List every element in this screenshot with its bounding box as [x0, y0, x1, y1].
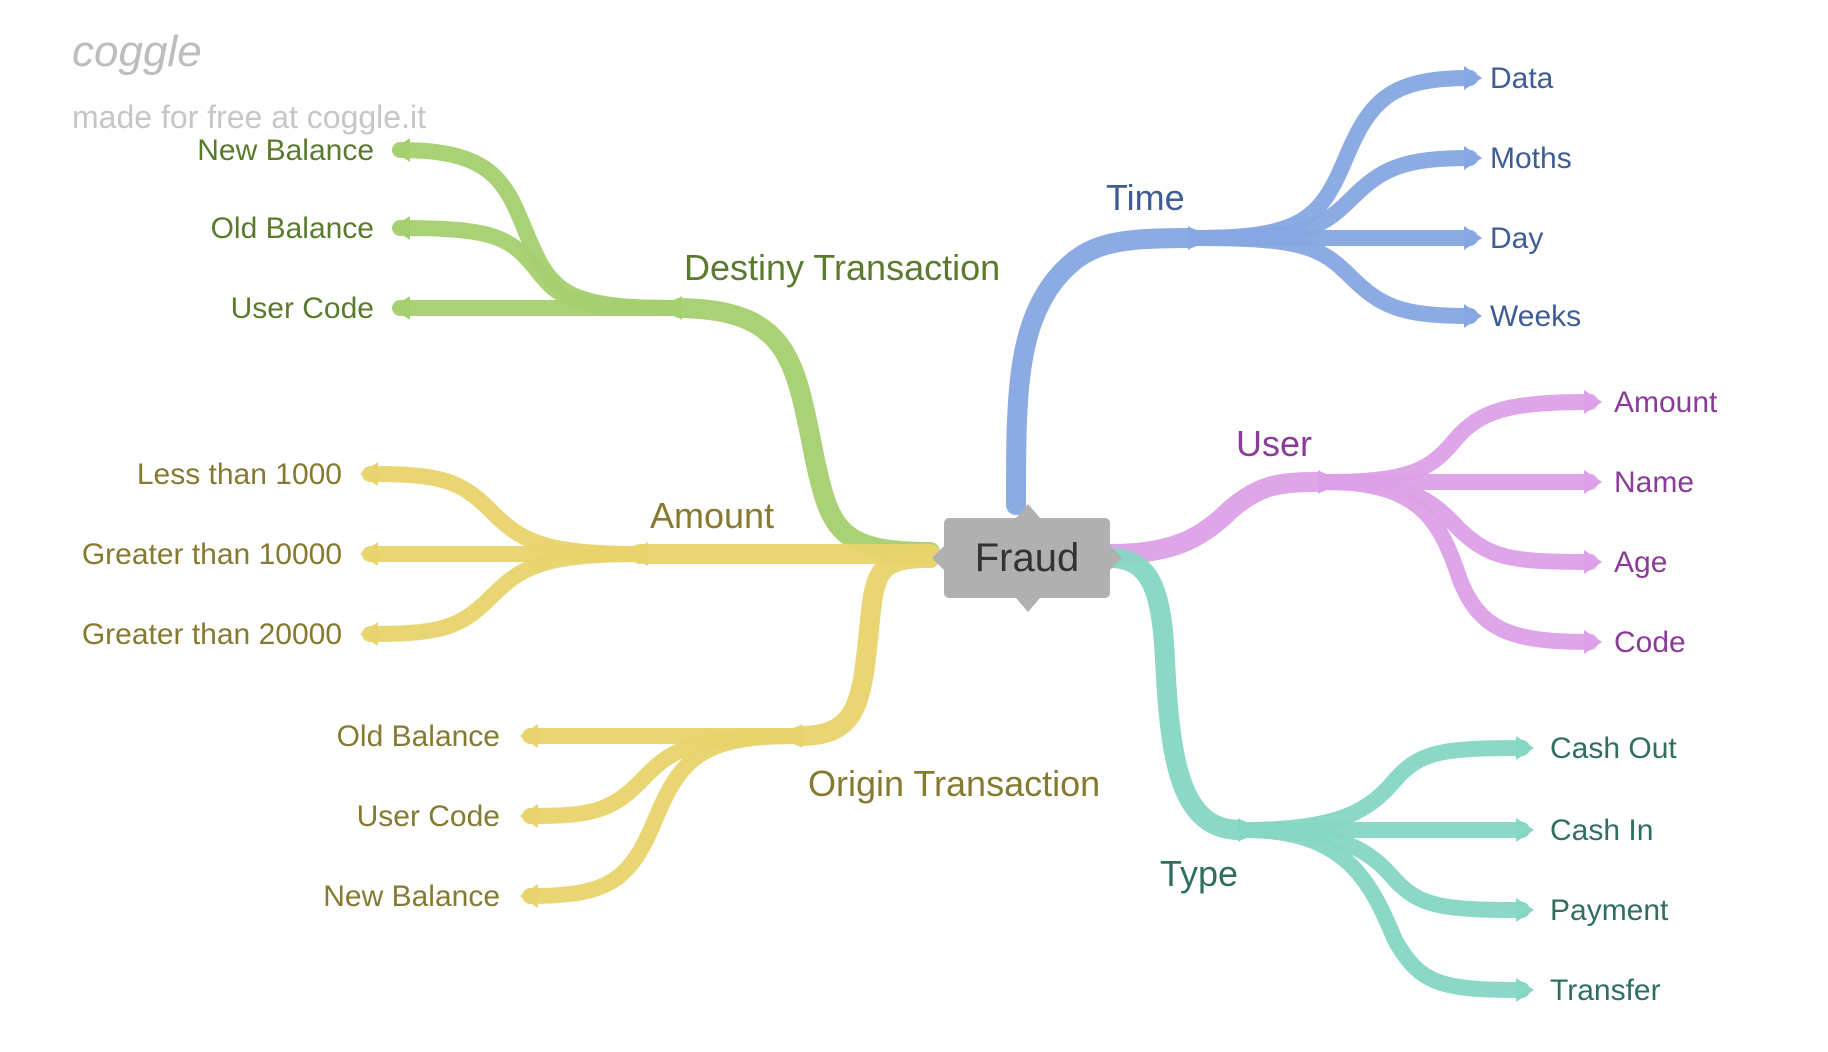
leaf-origin-old-balance[interactable]: Old Balance	[337, 720, 500, 753]
leaf-time-day[interactable]: Day	[1490, 222, 1543, 255]
link-amount-greater-20000	[362, 546, 648, 642]
arrow-type-cash-in	[1516, 818, 1534, 842]
arrow-amount-less-1000	[360, 462, 378, 486]
leaf-origin-user-code[interactable]: User Code	[357, 800, 500, 833]
center-notch-left	[932, 546, 944, 570]
arrow-user	[1318, 470, 1338, 494]
leaf-user-amount[interactable]: Amount	[1614, 386, 1718, 419]
leaf-amount-greater-10000[interactable]: Greater than 10000	[82, 538, 342, 571]
link-user-amount	[1317, 394, 1598, 490]
link-type-cash-out	[1237, 740, 1530, 838]
arrow-type-payment	[1516, 898, 1534, 922]
link-center-destiny	[670, 298, 940, 562]
leaf-time-weeks[interactable]: Weeks	[1490, 300, 1581, 333]
arrow-time-day	[1464, 226, 1482, 250]
link-center-user	[1100, 472, 1330, 564]
branch-user	[1100, 394, 1598, 650]
arrows-time	[1188, 66, 1482, 328]
arrow-type-cash-out	[1516, 736, 1534, 760]
leaf-origin-new-balance[interactable]: New Balance	[323, 880, 500, 913]
branch-destiny-transaction	[392, 142, 940, 562]
leaf-labels-origin: Old Balance User Code New Balance	[323, 720, 500, 913]
leaf-labels-type: Cash Out Cash In Payment Transfer	[1550, 732, 1677, 1007]
arrows-destiny	[392, 138, 682, 320]
link-time-weeks	[1187, 230, 1478, 324]
arrow-user-name	[1584, 470, 1602, 494]
arrows-amount	[360, 462, 648, 646]
arrows-origin	[520, 724, 802, 908]
leaf-type-payment[interactable]: Payment	[1550, 894, 1669, 927]
label-type[interactable]: Type	[1160, 853, 1238, 894]
leaf-labels-amount: Less than 1000 Greater than 10000 Greate…	[82, 458, 342, 651]
leaf-type-cash-out[interactable]: Cash Out	[1550, 732, 1677, 765]
center-node-box	[944, 518, 1110, 598]
link-type-transfer	[1237, 822, 1530, 998]
arrow-user-age	[1584, 550, 1602, 574]
center-label: Fraud	[975, 536, 1080, 580]
leaf-labels-time: Data Moths Day Weeks	[1490, 62, 1581, 333]
arrow-user-code	[1584, 630, 1602, 654]
watermark-tagline: made for free at coggle.it	[72, 99, 426, 135]
branch-type	[1100, 548, 1530, 998]
arrow-time-weeks	[1464, 304, 1482, 328]
label-origin-transaction[interactable]: Origin Transaction	[808, 763, 1100, 804]
branch-labels: Destiny Transaction Amount Origin Transa…	[650, 177, 1312, 894]
link-user-code	[1317, 474, 1598, 650]
leaf-user-name[interactable]: Name	[1614, 466, 1694, 499]
leaf-amount-less-1000[interactable]: Less than 1000	[137, 458, 342, 491]
link-center-time	[1006, 228, 1200, 515]
branch-amount	[362, 466, 940, 642]
center-notch-right	[1110, 546, 1122, 570]
link-amount-less-1000	[362, 466, 648, 562]
arrow-origin-new-balance	[520, 884, 538, 908]
branch-time	[1006, 70, 1478, 515]
arrow-type	[1238, 818, 1258, 842]
label-destiny-transaction[interactable]: Destiny Transaction	[684, 247, 1000, 288]
arrows-type	[1238, 736, 1534, 1002]
leaf-time-data[interactable]: Data	[1490, 62, 1554, 95]
label-time[interactable]: Time	[1106, 177, 1185, 218]
leaf-labels-destiny: New Balance Old Balance User Code	[197, 134, 374, 325]
leaf-user-code[interactable]: Code	[1614, 626, 1686, 659]
arrow-origin	[782, 724, 802, 748]
arrow-destiny-new-balance	[392, 138, 410, 162]
arrow-time-data	[1464, 66, 1482, 90]
arrow-destiny	[662, 296, 682, 320]
arrow-origin-old-balance	[520, 724, 538, 748]
link-origin-new-balance	[522, 728, 803, 904]
arrow-amount-greater-20000	[360, 622, 378, 646]
arrow-time-moths	[1464, 146, 1482, 170]
link-center-type	[1100, 548, 1250, 840]
label-amount[interactable]: Amount	[650, 495, 774, 536]
branch-origin-transaction	[522, 548, 940, 904]
leaf-destiny-old-balance[interactable]: Old Balance	[211, 212, 374, 245]
arrow-origin-user-code	[520, 804, 538, 828]
arrow-type-transfer	[1516, 978, 1534, 1002]
coggle-logo: coggle	[72, 27, 202, 76]
label-user[interactable]: User	[1236, 423, 1312, 464]
watermark: coggle made for free at coggle.it	[72, 27, 426, 135]
arrow-time	[1188, 226, 1208, 250]
leaf-amount-greater-20000[interactable]: Greater than 20000	[82, 618, 342, 651]
leaf-user-age[interactable]: Age	[1614, 546, 1667, 579]
link-user-age	[1317, 474, 1598, 570]
center-notch-top	[1016, 504, 1040, 518]
arrow-amount-greater-10000	[360, 542, 378, 566]
center-notch-bottom	[1016, 598, 1040, 612]
center-node[interactable]: Fraud	[932, 504, 1122, 612]
link-center-origin	[790, 548, 940, 746]
arrows-user	[1318, 390, 1602, 654]
arrow-amount	[628, 542, 648, 566]
arrow-destiny-old-balance	[392, 216, 410, 240]
leaf-type-transfer[interactable]: Transfer	[1550, 974, 1661, 1007]
leaf-labels-user: Amount Name Age Code	[1614, 386, 1718, 659]
leaf-destiny-new-balance[interactable]: New Balance	[197, 134, 374, 167]
leaf-destiny-user-code[interactable]: User Code	[231, 292, 374, 325]
leaf-time-moths[interactable]: Moths	[1490, 142, 1572, 175]
arrow-user-amount	[1584, 390, 1602, 414]
leaf-type-cash-in[interactable]: Cash In	[1550, 814, 1653, 847]
arrow-destiny-user-code	[392, 296, 410, 320]
